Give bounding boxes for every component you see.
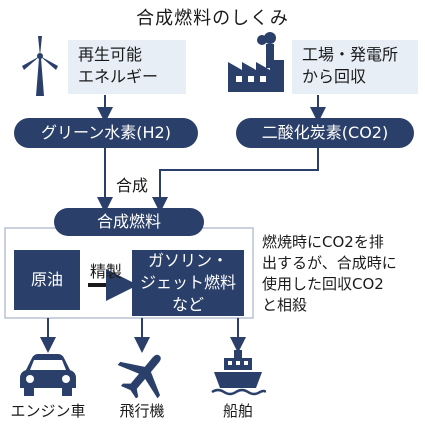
car-icon (20, 354, 76, 396)
ship-icon (211, 350, 266, 396)
industry-line1: 工場・発電所 (302, 45, 399, 64)
arrow-co2-to-product (152, 148, 319, 213)
fuels-line2: ジェット燃料 (139, 273, 236, 292)
renewable-line1: 再生可能 (78, 45, 143, 64)
use-car-label: エンジン車 (10, 402, 86, 420)
fuels-box: ガソリン・ ジェット燃料 など (132, 250, 244, 316)
green-hydrogen-pill: グリーン水素(H2) (14, 118, 198, 148)
co2-pill: 二酸化炭素(CO2) (236, 118, 414, 148)
factory-icon (228, 32, 284, 92)
use-plane-label: 飛行機 (119, 402, 165, 420)
note-line3: 使用した回収CO2 (262, 275, 384, 293)
fuels-line1: ガソリン・ (147, 251, 228, 270)
refining-label: 精製 (90, 262, 123, 281)
note-line1: 燃焼時にCO2を排 (262, 233, 384, 251)
renewable-line2: エネルギー (78, 67, 159, 86)
use-ship-label: 船舶 (222, 402, 253, 420)
co2-offset-note: 燃焼時にCO2を排 出するが、合成時に 使用した回収CO2 と相殺 (262, 232, 422, 316)
crude-oil-box: 原油 (14, 250, 80, 310)
renewable-energy-box: 再生可能 エネルギー (68, 40, 186, 94)
note-line4: と相殺 (262, 296, 308, 314)
diagram-title: 合成燃料のしくみ (136, 8, 289, 29)
synthetic-fuel-pill: 合成燃料 (54, 208, 204, 236)
airplane-icon (117, 354, 161, 398)
industry-line2: から回収 (302, 67, 367, 86)
synthesis-label: 合成 (116, 176, 149, 195)
industry-capture-box: 工場・発電所 から回収 (292, 40, 418, 94)
wind-turbine-icon (22, 36, 58, 96)
fuels-line3: など (171, 295, 204, 314)
note-line2: 出するが、合成時に (262, 254, 397, 272)
